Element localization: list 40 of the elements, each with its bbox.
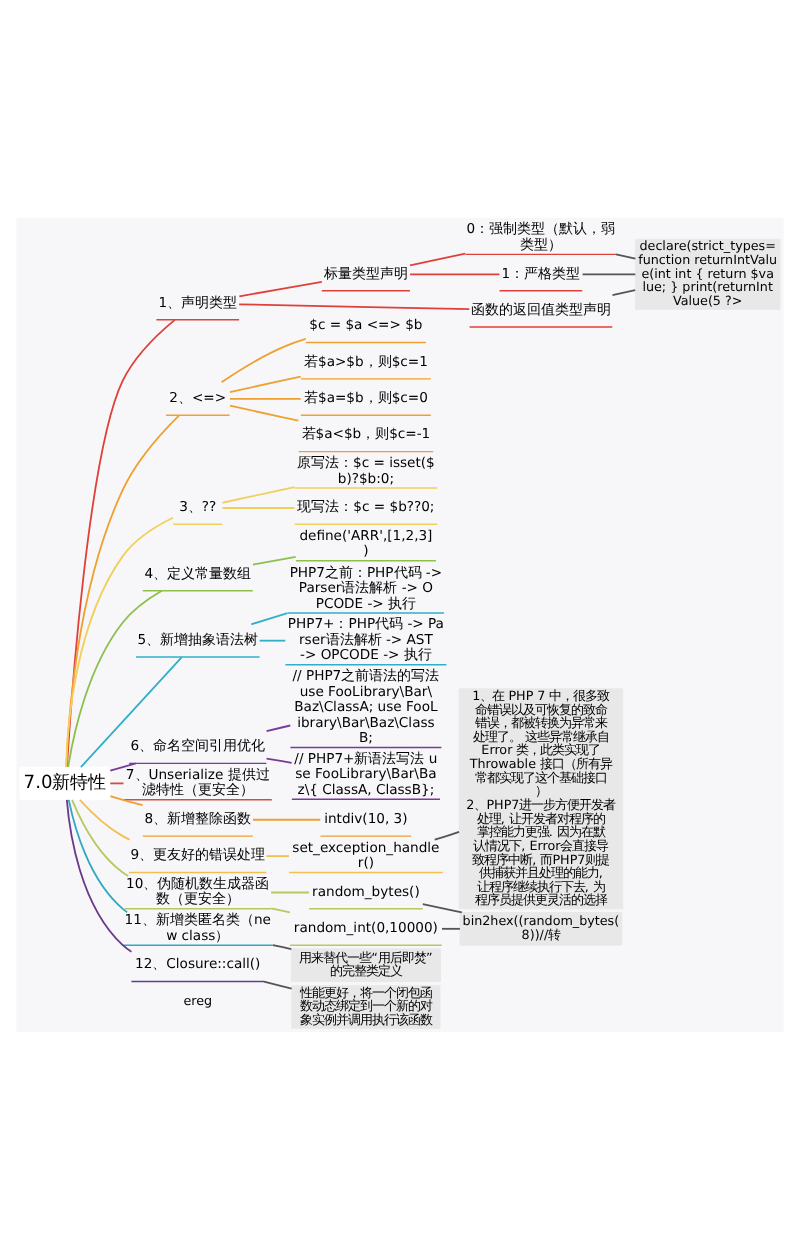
connector [66,317,176,767]
connector [78,798,131,840]
connector [229,403,300,421]
connector [229,374,302,392]
connector [65,515,174,767]
connector [238,302,471,310]
connector [421,902,463,913]
connector [252,817,322,820]
connector [270,906,291,913]
connector [441,926,461,929]
connector [611,288,637,296]
connector [65,413,180,767]
connector [65,797,133,952]
connector [252,554,297,565]
connector [67,798,129,913]
connector [221,506,296,508]
connector [433,829,460,840]
connector [71,797,130,876]
connector [80,655,183,767]
connector [67,588,163,767]
node-box: 7.0新特性 [19,765,111,800]
connector [109,761,137,771]
connector [263,979,293,989]
connector [229,396,302,399]
connector [265,756,293,763]
connector [220,337,307,383]
connector [109,794,144,806]
connector [258,638,287,641]
connector [271,943,293,949]
connector [221,485,296,503]
connector [409,251,467,266]
connector [109,781,125,784]
connector [409,272,501,275]
connector [250,611,289,625]
connector [581,272,637,275]
connector [238,280,323,297]
connector [265,854,290,856]
connector [615,252,637,259]
connector [270,890,310,893]
connector [265,723,292,731]
